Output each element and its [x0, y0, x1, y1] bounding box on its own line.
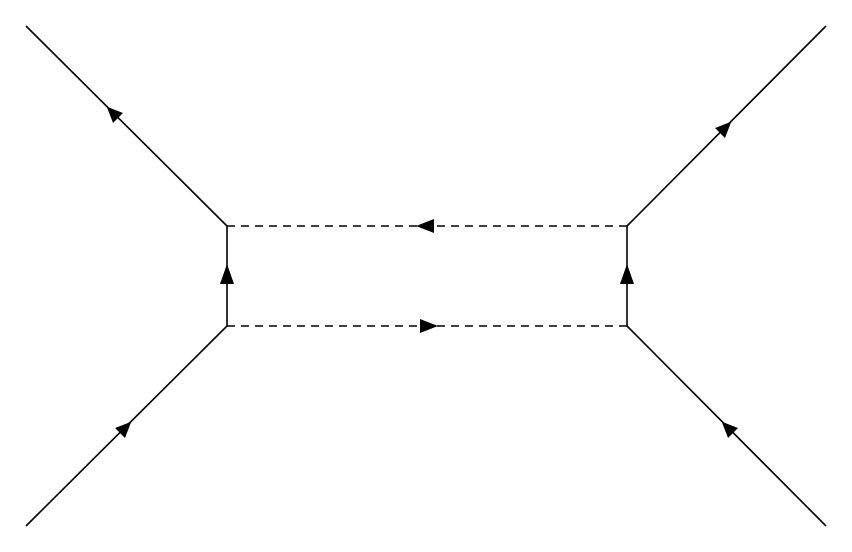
leg-top-left	[25, 25, 228, 227]
arrow-left-propagator-icon	[220, 264, 234, 284]
arrow-bottom-right-icon	[721, 421, 738, 438]
arrow-top-left-icon	[106, 106, 123, 123]
arrow-bottom-propagator-icon	[420, 319, 438, 333]
arrow-right-propagator-icon	[620, 264, 634, 284]
arrow-top-right-icon	[715, 121, 732, 138]
arrow-top-propagator-icon	[416, 219, 434, 233]
arrow-bottom-left-icon	[115, 421, 132, 438]
arrowheads	[106, 106, 738, 438]
